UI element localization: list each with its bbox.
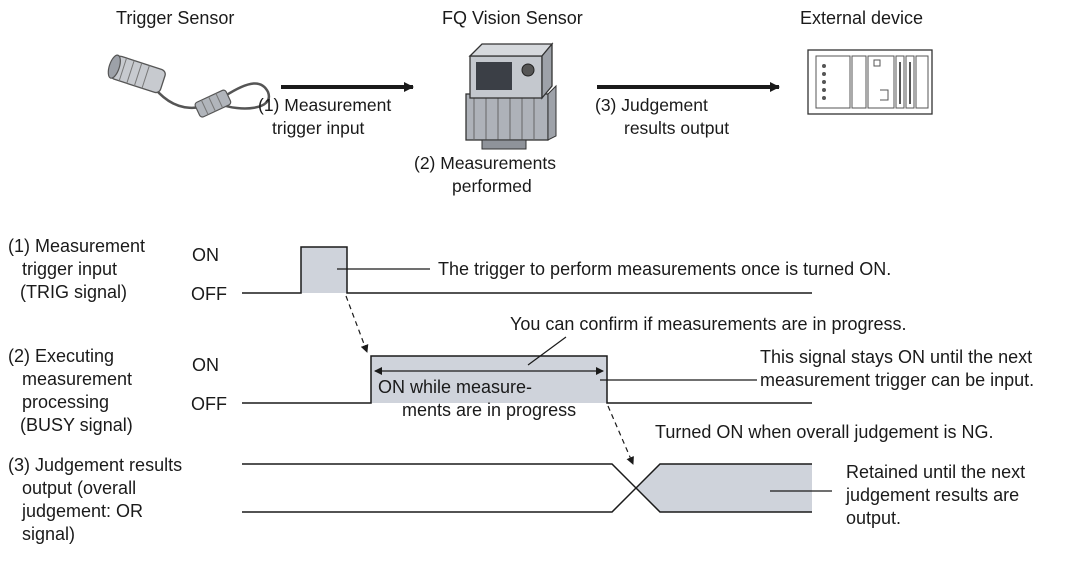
ng-note: Turned ON when overall judgement is NG. <box>655 422 993 442</box>
trigger-sensor-label: Trigger Sensor <box>116 8 234 28</box>
signal3-name-line3: judgement: OR <box>21 501 143 521</box>
confirm-note-leader <box>527 336 567 366</box>
vision-sensor-label: FQ Vision Sensor <box>442 8 583 28</box>
busy-on-note-line2: ments are in progress <box>402 400 576 420</box>
signal2-name-line4: (BUSY signal) <box>20 415 133 435</box>
signal1-off-label: OFF <box>191 284 227 304</box>
signal1-name-line2: trigger input <box>22 259 117 279</box>
signal1-name-line1: (1) Measurement <box>8 236 145 256</box>
signal1-on-label: ON <box>192 245 219 265</box>
signal2-name-line2: measurement <box>22 369 132 389</box>
signal2-off-label: OFF <box>191 394 227 414</box>
signal3-name-line2: output (overall <box>22 478 136 498</box>
trigger-sensor-icon <box>107 54 271 118</box>
busy-pulse-fill <box>371 356 607 403</box>
judgement-fill <box>636 464 812 512</box>
plc-device-icon <box>807 49 933 115</box>
signal1-name-line3: (TRIG signal) <box>20 282 127 302</box>
signal2-on-label: ON <box>192 355 219 375</box>
busy-signal-line <box>242 355 812 404</box>
dashed-arrow-2 <box>607 405 634 465</box>
step3-line1: (3) Judgement <box>595 95 708 115</box>
step2-line2: performed <box>452 176 532 196</box>
trig-signal-line <box>242 246 812 294</box>
external-device-label: External device <box>800 8 923 28</box>
trigger-note: The trigger to perform measurements once… <box>438 259 891 279</box>
busy-stays-note-line2: measurement trigger can be input. <box>760 370 1034 390</box>
step1-line1: (1) Measurement <box>258 95 391 115</box>
signal3-name-line1: (3) Judgement results <box>8 455 182 475</box>
signal2-name-line1: (2) Executing <box>8 346 114 366</box>
trig-pulse-fill <box>301 247 347 293</box>
step2-line1: (2) Measurements <box>414 153 556 173</box>
retained-note-line2: judgement results are <box>845 485 1019 505</box>
dashed-arrow-1 <box>345 295 369 353</box>
step1-line2: trigger input <box>272 118 365 138</box>
vision-sensor-icon <box>465 42 557 150</box>
busy-stays-note-line1: This signal stays ON until the next <box>760 347 1032 367</box>
step3-line2: results output <box>624 118 729 138</box>
signal3-name-line4: signal) <box>22 524 75 544</box>
busy-on-note-line1: ON while measure- <box>378 377 532 397</box>
confirm-note: You can confirm if measurements are in p… <box>510 314 907 334</box>
retained-note-line1: Retained until the next <box>846 462 1025 482</box>
judgement-bottom-line <box>242 463 812 513</box>
retained-note-line3: output. <box>846 508 901 528</box>
signal2-name-line3: processing <box>22 392 109 412</box>
